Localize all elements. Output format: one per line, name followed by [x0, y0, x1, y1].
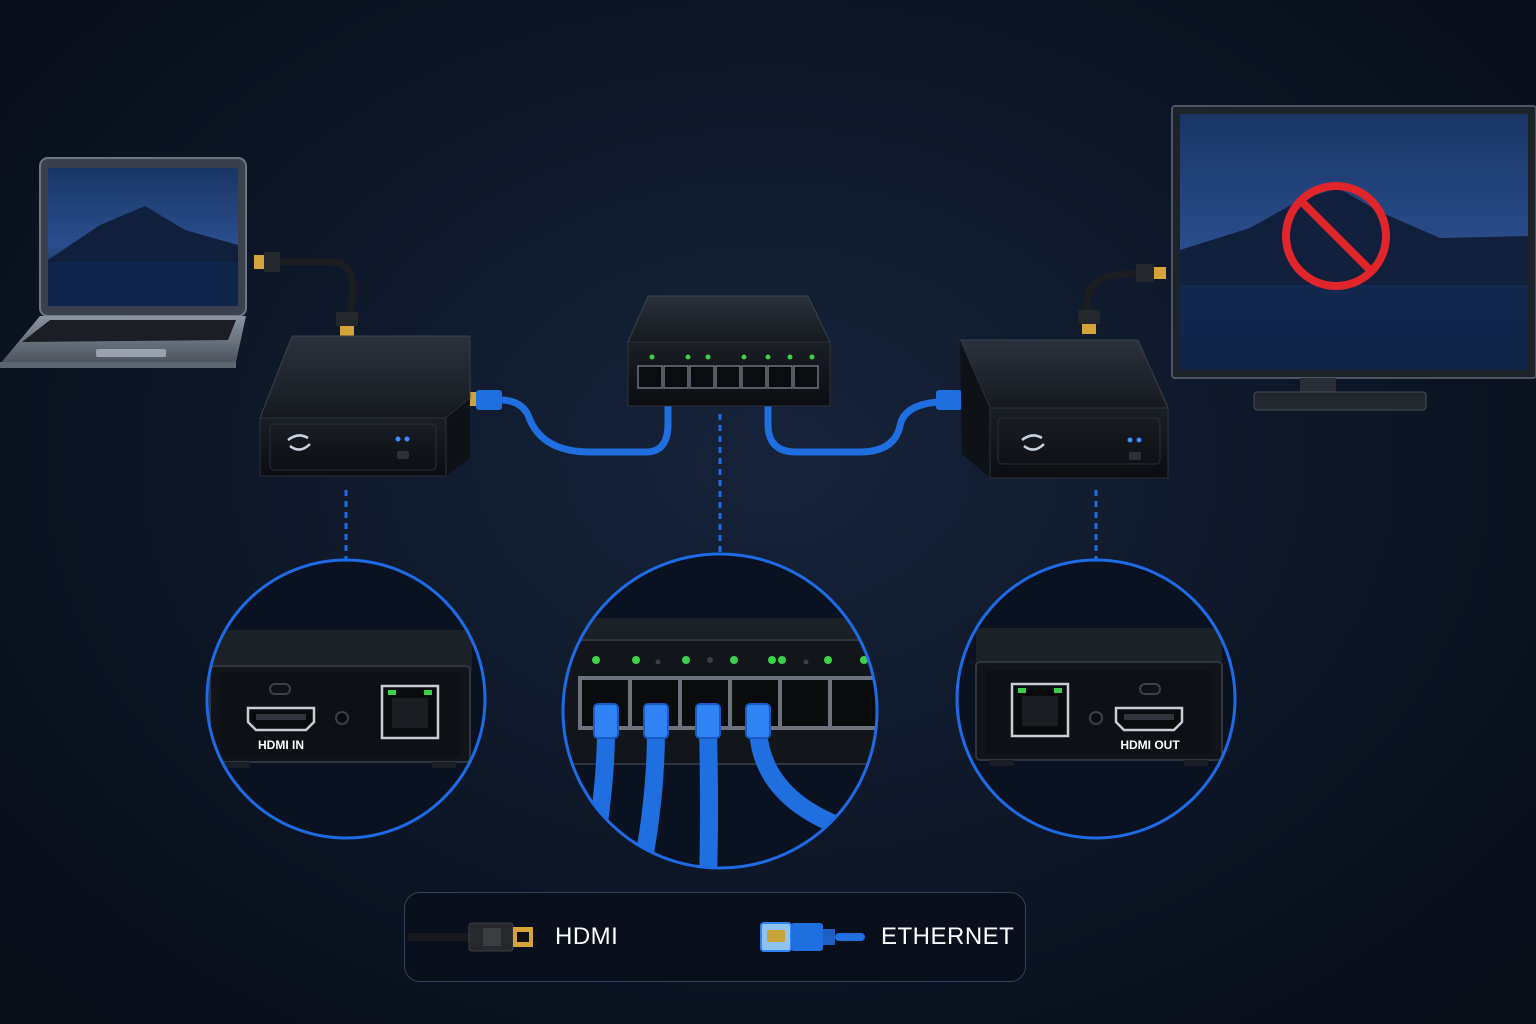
ethernet-port [380, 684, 440, 740]
switch-callout-ports [582, 680, 877, 726]
switch-ports [637, 365, 819, 389]
hdmi-cable-icon [407, 922, 533, 952]
rj45-plug-callout [593, 703, 771, 739]
ethernet-cable-receiver [764, 398, 941, 456]
hdmi-transmitter [259, 335, 471, 477]
hdmi-plug-laptop [254, 252, 280, 272]
hdmi-receiver [959, 339, 1169, 479]
hdmi-out-label: HDMI OUT [1120, 738, 1180, 752]
network-switch [627, 295, 831, 407]
hdmi-in-port [246, 706, 316, 732]
hdmi-plug-transmitter [336, 312, 358, 336]
brand-logo-icon [287, 434, 311, 451]
switch-leds [649, 354, 815, 360]
ethernet-port [1010, 682, 1070, 738]
prohibited-icon [1282, 182, 1390, 290]
hdmi-plug-receiver [1078, 310, 1100, 334]
legend-hdmi-label: HDMI [555, 923, 619, 950]
usb-c-port [397, 451, 409, 459]
callout-transmitter-ports: HDMI IN [205, 558, 487, 840]
hdmi-in-label: HDMI IN [258, 738, 304, 752]
ethernet-cable-transmitter [499, 396, 672, 456]
switch-callout-leds [592, 656, 868, 665]
hdmi-plug-monitor [1136, 264, 1166, 282]
hdmi-cable-display [1083, 268, 1145, 315]
legend: HDMI ETHERNET [404, 892, 1026, 982]
hdmi-cable-source [276, 258, 357, 319]
callout-receiver-ports: HDMI OUT [955, 558, 1237, 840]
hdmi-out-port [1114, 706, 1184, 732]
legend-ethernet-label: ETHERNET [881, 923, 1015, 950]
usb-c-port [1129, 452, 1141, 460]
status-led [1127, 437, 1133, 443]
monitor [1171, 105, 1536, 411]
status-led [1136, 437, 1142, 443]
brand-logo-icon [1021, 434, 1045, 451]
callout-switch-ports [561, 552, 879, 870]
status-led [395, 436, 401, 442]
status-led [404, 436, 410, 442]
ethernet-cable-icon [760, 922, 865, 952]
laptop [0, 157, 247, 368]
